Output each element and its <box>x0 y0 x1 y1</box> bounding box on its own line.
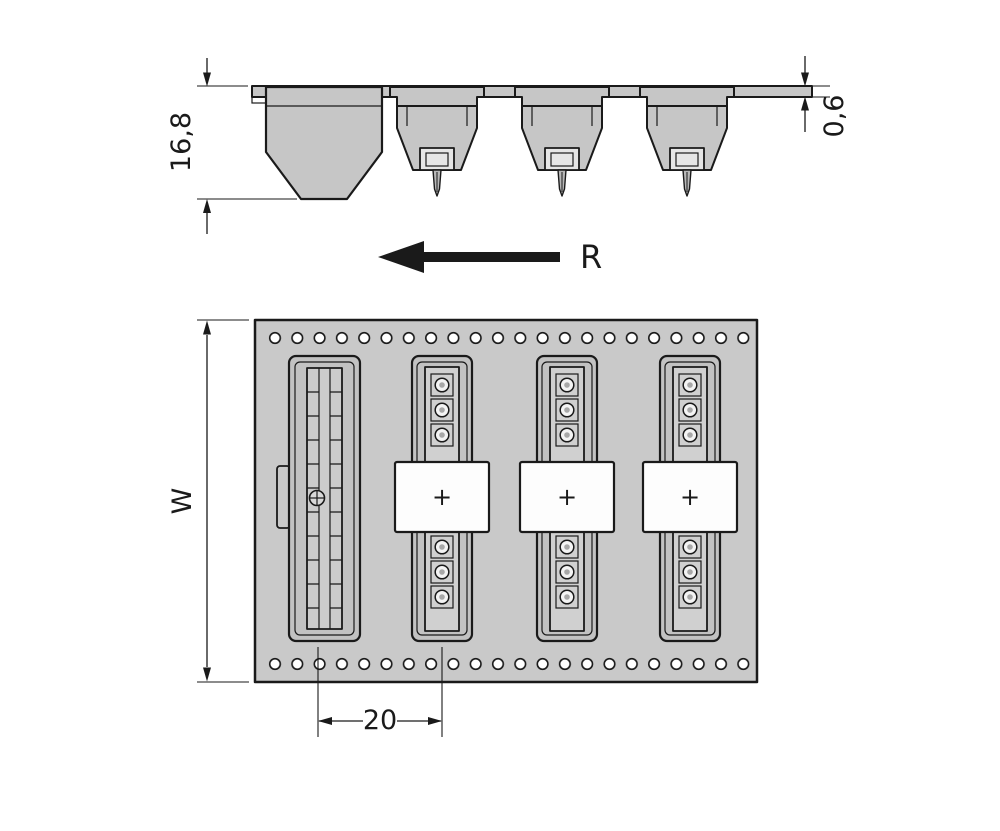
center-crosshair-icon <box>308 489 326 507</box>
underside-ribs <box>307 391 342 609</box>
connector-side-large <box>264 85 384 201</box>
arrow-left-icon <box>378 241 424 273</box>
feed-direction-arrow: R <box>378 238 602 276</box>
connector-side-2 <box>514 86 610 197</box>
dimension-pocket-pitch: 20 <box>317 647 443 737</box>
side-view: 16,8 0,6 R <box>166 56 850 276</box>
dimension-tape-width: W <box>167 319 249 683</box>
connector-side-3 <box>639 86 735 197</box>
dim-width-label: W <box>167 488 198 515</box>
sprocket-holes-bottom-row <box>264 657 753 671</box>
dimension-height: 16,8 <box>166 58 297 234</box>
pocket-1 <box>276 354 362 643</box>
top-view: W 20 <box>167 318 759 737</box>
feed-direction-label: R <box>580 238 602 276</box>
dimension-thickness: 0,6 <box>801 56 850 137</box>
dim-height-label: 16,8 <box>166 112 197 172</box>
dim-pitch-label: 20 <box>363 705 397 736</box>
dim-thickness-label: 0,6 <box>819 95 850 138</box>
sprocket-holes-top-row <box>264 331 753 345</box>
connector-side-1 <box>389 86 485 197</box>
